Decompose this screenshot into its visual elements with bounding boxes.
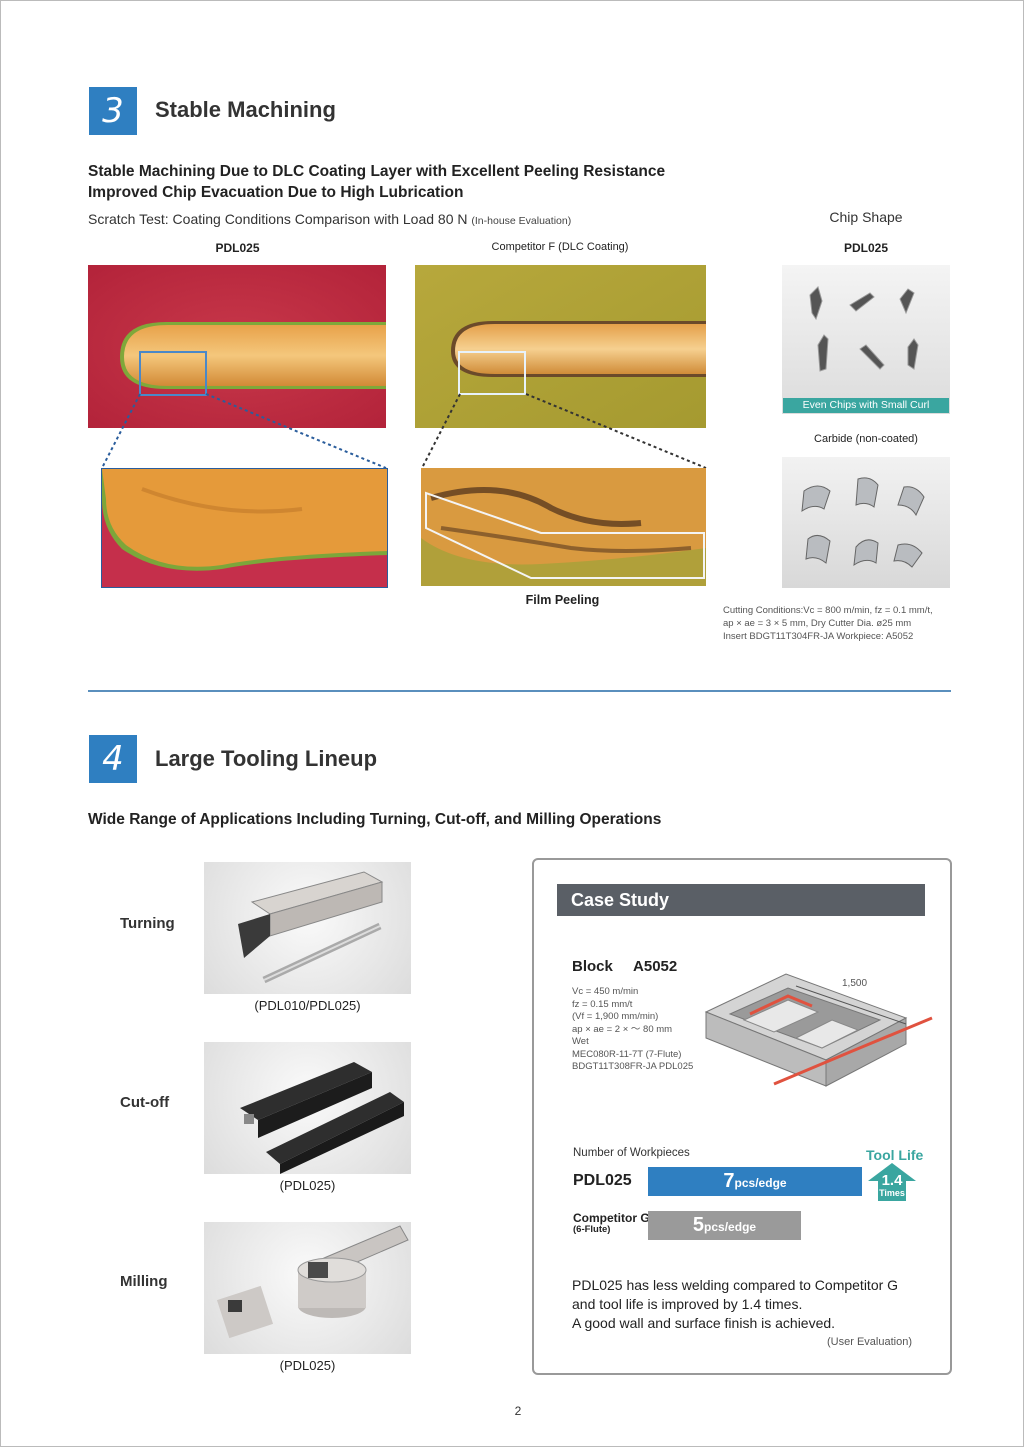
zoom-lines [101, 393, 707, 469]
chip-pdl025-label: PDL025 [843, 241, 889, 255]
competitor-scratch-photo [415, 265, 706, 428]
pdl025-scratch-label: PDL025 [215, 241, 260, 255]
cutoff-caption: (PDL025) [279, 1178, 336, 1193]
case-summary-line: A good wall and surface finish is achiev… [572, 1315, 836, 1331]
tool-life-arrow-icon [868, 1163, 916, 1201]
scratch-test-title: Scratch Test: Coating Conditions Compari… [88, 211, 468, 227]
section-3-headline-2: Improved Chip Evacuation Due to High Lub… [88, 184, 464, 201]
block-label: Block [572, 958, 613, 975]
block-diagram: 1,500 [704, 973, 933, 1087]
user-evaluation: (User Evaluation) [827, 1336, 912, 1348]
case-conditions: Vc = 450 m/min fz = 0.15 mm/t (Vf = 1,90… [572, 986, 693, 1074]
page-number: 2 [514, 1404, 522, 1418]
case-condition-line: Wet [572, 1036, 589, 1047]
carbide-label: Carbide (non-coated) [814, 433, 918, 445]
case-condition-line: (Vf = 1,900 mm/min) [572, 1011, 659, 1022]
bar-pdl025: 7pcs/edge [648, 1167, 862, 1196]
bar-value-competitor: 5 [692, 1214, 705, 1236]
case-condition-line: ap × ae = 2 × ～ 80 mm [572, 1023, 673, 1035]
case-condition-line: MEC080R-11-7T (7-Flute) [572, 1048, 682, 1060]
section-3-title: Stable Machining [155, 97, 336, 122]
scratch-test-note: (In-house Evaluation) [471, 215, 572, 227]
bar-name-competitor-main: Competitor G [573, 1211, 650, 1225]
cutting-condition-line: Insert BDGT11T304FR-JA Workpiece: A5052 [723, 631, 914, 642]
tool-label-turning: Turning [120, 915, 175, 932]
case-summary: PDL025 has less welding compared to Comp… [572, 1276, 898, 1333]
case-condition-line: Vc = 450 m/min [572, 986, 639, 997]
section-3-headline-1: Stable Machining Due to DLC Coating Laye… [88, 163, 666, 180]
section-divider [88, 690, 951, 692]
case-summary-line: and tool life is improved by 1.4 times. [572, 1296, 803, 1312]
section-3-number: 3 [89, 87, 137, 135]
block-label-row: Block A5052 [572, 958, 677, 975]
bar-name-competitor-sub: (6-Flute) [573, 1224, 611, 1235]
bar-name-competitor: Competitor G (6-Flute) [573, 1212, 650, 1236]
scratch-test-text: Scratch Test: Coating Conditions Compari… [88, 211, 571, 227]
section-4-title: Large Tooling Lineup [155, 746, 378, 771]
bar-unit-pdl025: pcs/edge [734, 1176, 787, 1190]
case-study-box [532, 858, 952, 1375]
case-condition-line: fz = 0.15 mm/t [572, 998, 633, 1010]
milling-caption: (PDL025) [279, 1358, 336, 1373]
material-label: A5052 [633, 958, 678, 975]
tool-life-value: 1.4 [881, 1172, 903, 1189]
section-4-number: 4 [89, 735, 137, 783]
tool-label-milling: Milling [120, 1273, 168, 1290]
competitor-zoom-photo [421, 468, 706, 586]
case-condition-line: BDGT11T308FR-JA PDL025 [572, 1061, 694, 1072]
film-peeling-label: Film Peeling [525, 593, 600, 607]
bar-value-pdl025: 7 [723, 1170, 735, 1192]
turning-tool-photo [204, 862, 411, 994]
dimension-label: 1,500 [842, 978, 867, 989]
case-study-header: Case Study [557, 884, 925, 916]
chip-shape-title: Chip Shape [829, 209, 903, 225]
pdl025-chips-photo: Even Chips with Small Curl Diameter [782, 265, 950, 414]
cutting-conditions: Cutting Conditions:Vc = 800 m/min, fz = … [723, 604, 933, 643]
workpieces-label: Number of Workpieces [573, 1147, 690, 1159]
tool-life-label: Tool Life [866, 1147, 924, 1163]
case-summary-line: PDL025 has less welding compared to Comp… [572, 1277, 899, 1293]
turning-caption: (PDL010/PDL025) [254, 998, 361, 1013]
pdl025-zoom-photo [101, 468, 388, 588]
bar-name-pdl025: PDL025 [573, 1172, 632, 1189]
tool-life-unit: Times [879, 1188, 905, 1198]
pdl025-scratch-photo [88, 265, 386, 428]
chip-banner: Even Chips with Small Curl Diameter [783, 398, 949, 413]
cutting-condition-line: Cutting Conditions:Vc = 800 m/min, fz = … [723, 605, 933, 616]
bar-unit-competitor: pcs/edge [704, 1220, 757, 1234]
carbide-chips-photo [782, 457, 950, 588]
section-4-headline: Wide Range of Applications Including Tur… [88, 811, 662, 828]
tool-label-cutoff: Cut-off [120, 1094, 170, 1111]
bar-competitor: 5pcs/edge [648, 1211, 801, 1240]
competitor-f-label: Competitor F (DLC Coating) [491, 241, 629, 253]
milling-tool-photo [204, 1222, 411, 1354]
cutoff-tool-photo [204, 1042, 411, 1174]
cutting-condition-line: ap × ae = 3 × 5 mm, Dry Cutter Dia. ø25 … [723, 618, 912, 629]
